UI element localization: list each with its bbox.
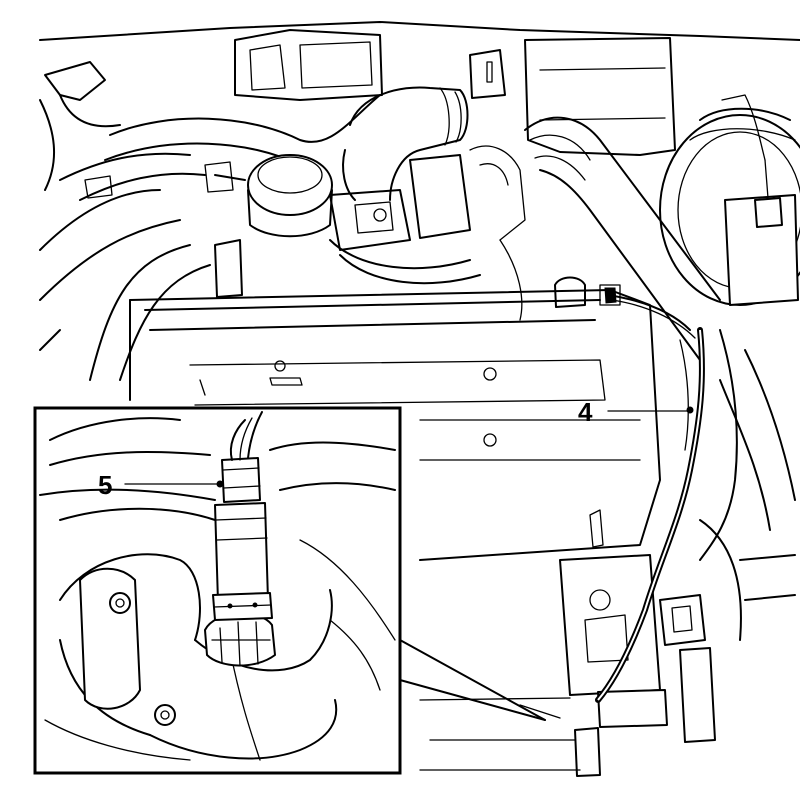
callout-label-5: 5	[98, 470, 112, 500]
inset-detail-view	[33, 406, 402, 775]
oxygen-sensor-wiring-harness	[595, 287, 738, 703]
oxygen-sensor	[212, 411, 273, 621]
callout-4: 4	[578, 397, 691, 427]
callout-5: 5	[98, 470, 224, 500]
engine-bay-main-view	[39, 21, 800, 777]
callout-label-4: 4	[578, 397, 593, 427]
inset-pointer	[399, 639, 561, 721]
